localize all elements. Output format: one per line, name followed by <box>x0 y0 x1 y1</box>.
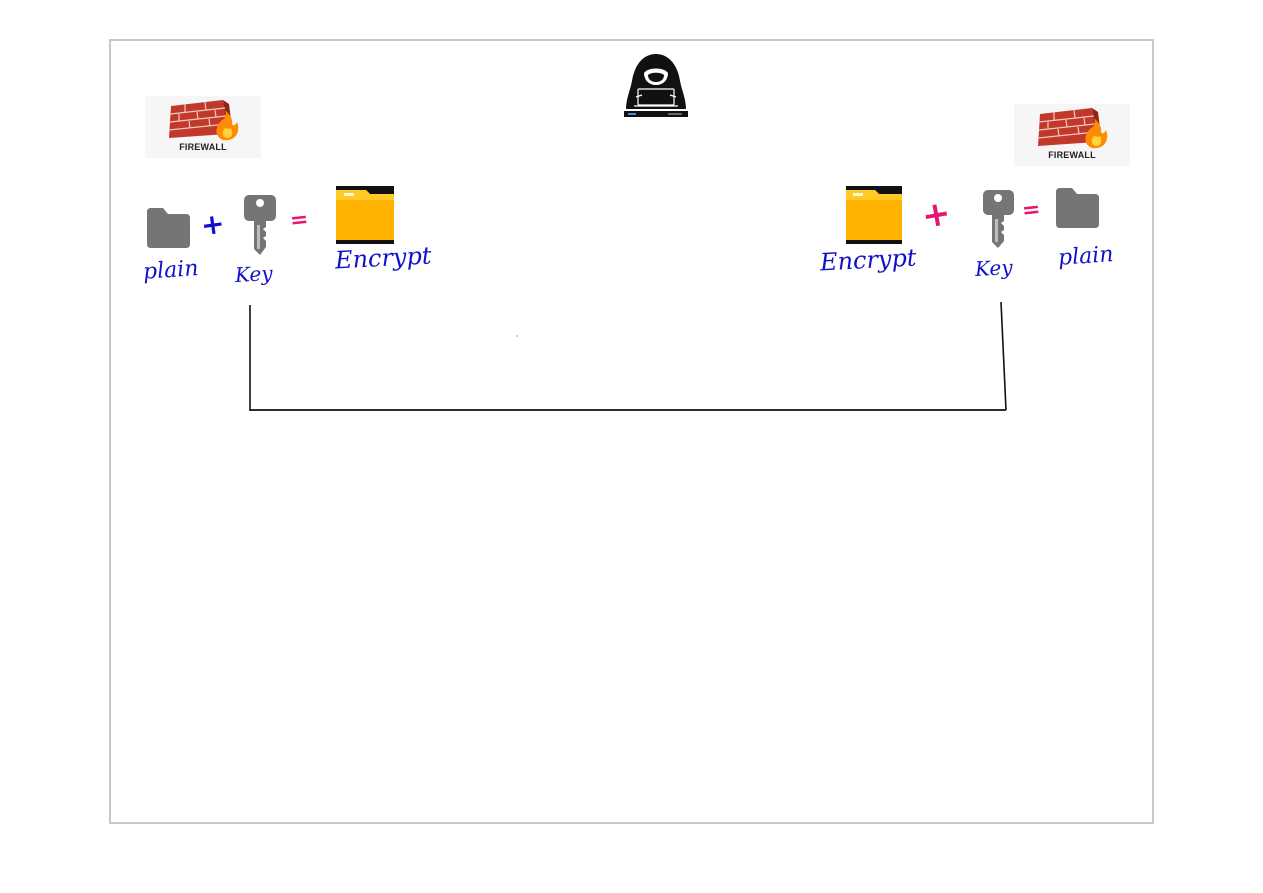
receiver-key-line <box>1000 301 1007 411</box>
stray-dot <box>516 335 518 337</box>
encrypted-folder-icon <box>336 186 394 244</box>
key-icon <box>244 195 276 255</box>
firewall-left: FIREWALL <box>145 96 261 158</box>
sender-plain-folder <box>145 208 191 253</box>
hacker-icon <box>624 51 688 119</box>
sender-encrypted-folder <box>336 186 394 249</box>
firewall-right: FIREWALL <box>1014 104 1130 166</box>
receiver-plain-folder <box>1054 188 1100 233</box>
receiver-key <box>982 190 1016 255</box>
hacker <box>624 51 688 124</box>
firewall-label: FIREWALL <box>179 142 227 152</box>
firewall-icon <box>1014 104 1130 166</box>
firewall-icon <box>145 96 261 158</box>
sender-key <box>242 195 278 262</box>
folder-icon <box>1056 188 1099 228</box>
encrypted-folder-icon <box>846 186 902 244</box>
key-icon <box>983 190 1014 248</box>
whiteboard-canvas <box>109 39 1154 824</box>
folder-icon <box>147 208 190 248</box>
firewall-label: FIREWALL <box>1048 150 1096 160</box>
receiver-encrypted-folder <box>846 186 902 249</box>
